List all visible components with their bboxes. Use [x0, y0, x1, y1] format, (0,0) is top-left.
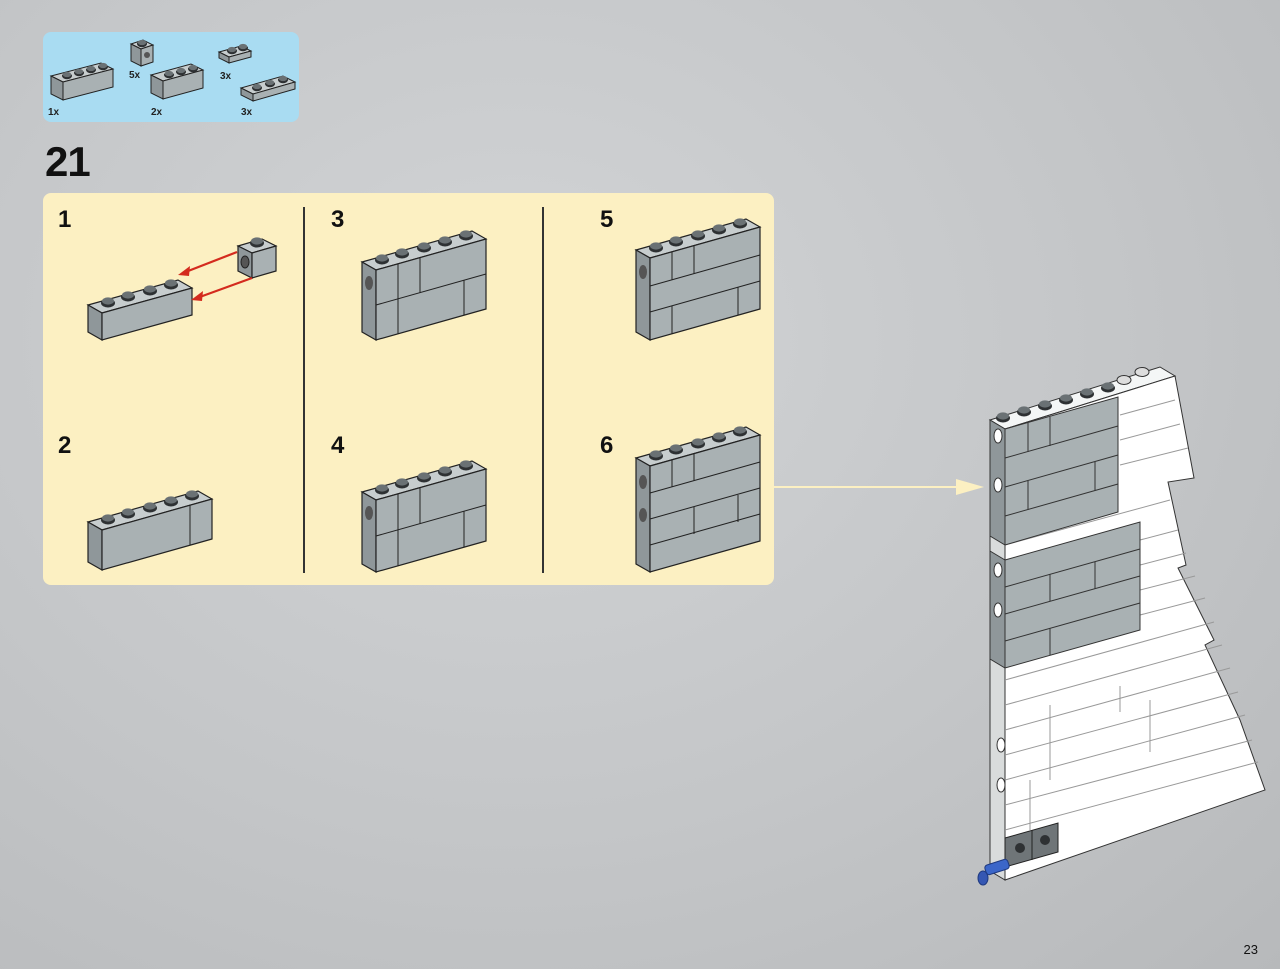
substep-5-illustration — [634, 218, 762, 342]
red-arrow-icon — [178, 250, 253, 301]
substep-number: 3 — [331, 206, 345, 233]
plate-1x3-icon — [239, 75, 297, 102]
substep-1-illustration — [86, 237, 278, 342]
brick-1x4-icon — [49, 62, 115, 101]
qty-label: 3x — [220, 71, 232, 82]
plate-1x2-icon — [217, 43, 253, 64]
technic-brick-1x1-icon — [129, 39, 155, 67]
substep-number: 4 — [331, 432, 345, 459]
qty-label: 2x — [151, 107, 163, 118]
qty-label: 1x — [48, 107, 60, 118]
pointer-arrow-icon — [774, 479, 984, 495]
brick-1x3-icon — [149, 63, 205, 100]
substep-3-illustration — [360, 230, 488, 342]
blue-pin-icon — [977, 858, 1010, 886]
substep-2-illustration — [86, 490, 214, 572]
page-number: 23 — [1243, 942, 1258, 957]
parts-callout: 1x 5x 2x 3x 3x — [43, 32, 299, 122]
substep-6-illustration — [634, 426, 762, 574]
substep-number: 1 — [58, 206, 72, 233]
substep-number: 6 — [600, 432, 614, 459]
parts-illustration — [49, 39, 297, 102]
qty-label: 5x — [129, 70, 141, 81]
step-number: 21 — [45, 138, 91, 185]
panel-divider — [303, 207, 305, 573]
panel-divider — [542, 207, 544, 573]
substep-4-illustration — [360, 460, 488, 574]
qty-label: 3x — [241, 107, 253, 118]
substep-number: 2 — [58, 432, 72, 459]
substep-number: 5 — [600, 206, 614, 233]
assembled-model-illustration — [977, 366, 1266, 886]
